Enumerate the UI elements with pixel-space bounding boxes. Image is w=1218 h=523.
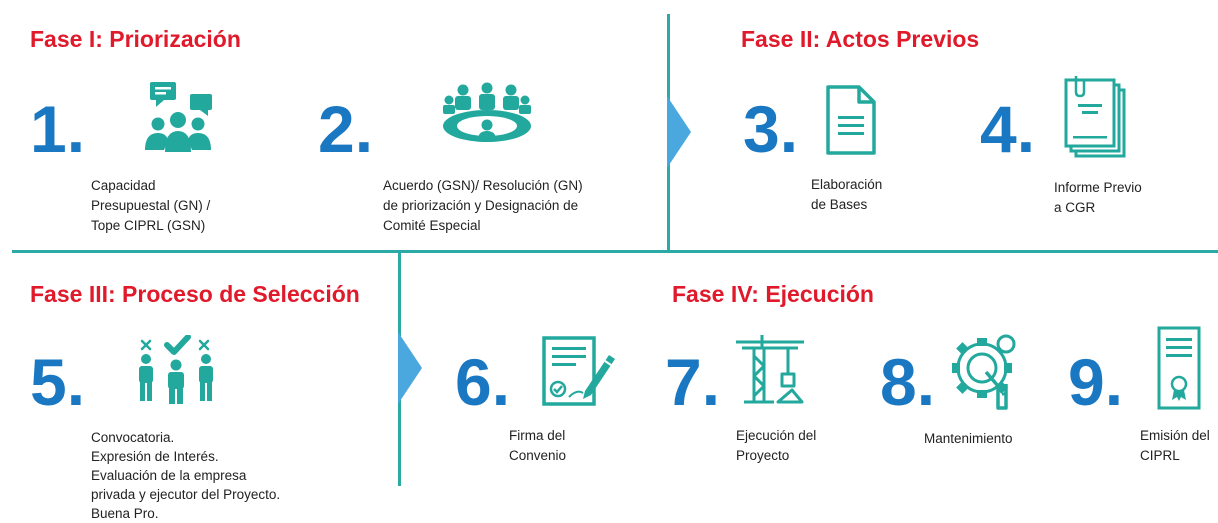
contract-signing-icon [541, 335, 617, 409]
step-number-4: 4. [980, 92, 1036, 166]
phase-title-4: Fase IV: Ejecución [672, 281, 874, 307]
step-4-line: Informe Previo [1054, 180, 1142, 195]
step-5-line: Evaluación de la empresa [91, 468, 247, 483]
step-description-7: Ejecución del Proyecto [736, 426, 816, 466]
step-1-line: Presupuestal (GN) / [91, 198, 211, 213]
step-number-3: 3. [743, 92, 799, 166]
step-description-2: Acuerdo (GSN)/ Resolución (GN) de priori… [383, 176, 583, 236]
step-7-line: Ejecución del [736, 428, 817, 443]
arrow-right-icon [398, 332, 422, 404]
step-5-line: Buena Pro. [91, 506, 159, 521]
phase-title-3: Fase III: Proceso de Selección [30, 281, 360, 307]
step-9-line: CIPRL [1140, 448, 1180, 463]
step-5-line: Convocatoria. [91, 430, 175, 445]
step-number-5: 5. [30, 345, 86, 419]
arrow-right-icon [667, 96, 691, 168]
step-number-7: 7. [665, 345, 721, 419]
phase-title-2: Fase II: Actos Previos [741, 26, 980, 52]
step-2-line: Comité Especial [383, 218, 481, 233]
step-9-line: Emisión del [1140, 428, 1210, 443]
step-description-5: Convocatoria. Expresión de Interés. Eval… [91, 428, 280, 523]
people-selection-icon [136, 335, 216, 405]
gear-wrench-icon [948, 332, 1022, 412]
step-description-3: Elaboración de Bases [811, 175, 882, 215]
meeting-table-icon [440, 82, 534, 148]
step-3-line: de Bases [811, 197, 868, 212]
step-1-line: Tope CIPRL (GSN) [91, 218, 206, 233]
phase-title-1: Fase I: Priorización [30, 26, 241, 52]
step-6-line: Convenio [509, 448, 567, 463]
step-4-line: a CGR [1054, 200, 1096, 215]
step-2-line: Acuerdo (GSN)/ Resolución (GN) [383, 178, 583, 193]
certificate-icon [1157, 326, 1201, 410]
people-discussion-icon [138, 82, 218, 154]
step-3-line: Elaboración [811, 177, 883, 192]
step-number-9: 9. [1068, 345, 1124, 419]
step-description-6: Firma del Convenio [509, 426, 566, 466]
step-number-8: 8. [880, 345, 936, 419]
step-description-8: Mantenimiento [924, 429, 1013, 449]
step-8-line: Mantenimiento [924, 431, 1013, 446]
step-description-4: Informe Previo a CGR [1054, 178, 1142, 218]
step-5-line: Expresión de Interés. [91, 449, 219, 464]
step-1-line: Capacidad [91, 178, 156, 193]
step-description-1: Capacidad Presupuestal (GN) / Tope CIPRL… [91, 176, 210, 236]
step-number-6: 6. [455, 345, 511, 419]
step-5-line: privada y ejecutor del Proyecto. [91, 487, 281, 502]
step-number-2: 2. [318, 92, 374, 166]
document-stack-icon [1062, 76, 1128, 160]
construction-crane-icon [734, 334, 806, 406]
step-7-line: Proyecto [736, 448, 790, 463]
divider-horizontal [12, 250, 1218, 253]
step-2-line: de priorización y Designación de [383, 198, 579, 213]
document-icon [825, 84, 877, 156]
step-6-line: Firma del [509, 428, 566, 443]
step-description-9: Emisión del CIPRL [1140, 426, 1210, 466]
step-number-1: 1. [30, 92, 86, 166]
